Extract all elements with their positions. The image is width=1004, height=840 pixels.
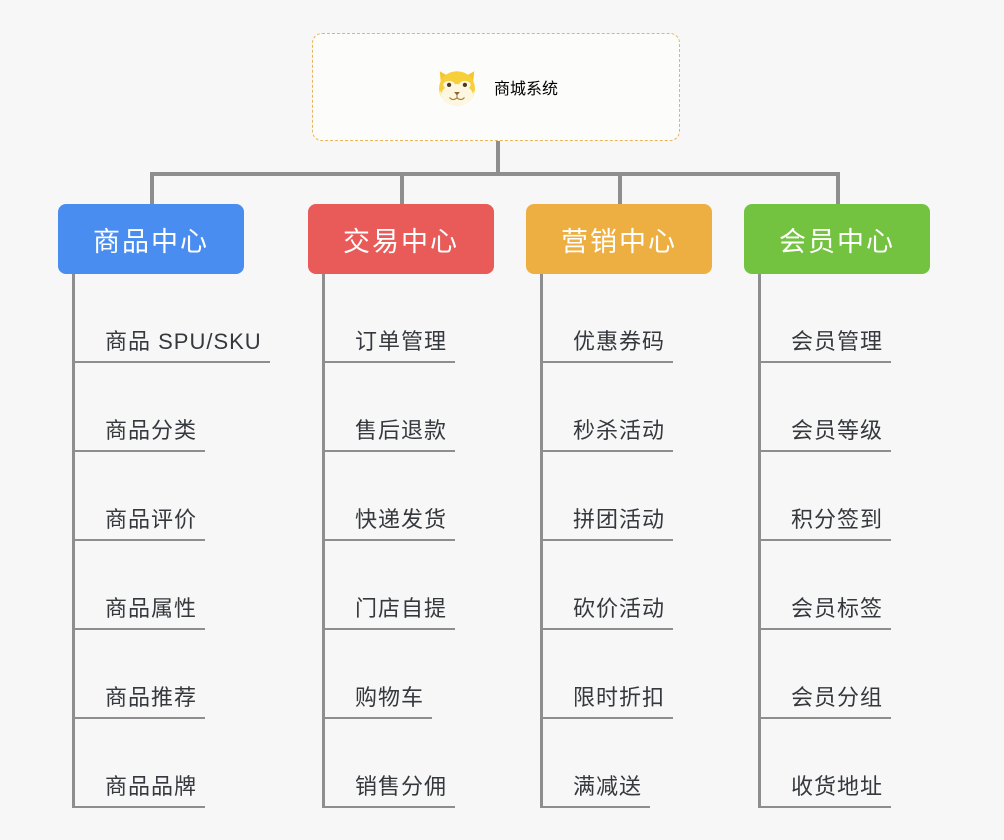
- leaf-list-4: 会员管理 会员等级 积分签到 会员标签 会员分组 收货地址: [758, 274, 930, 808]
- list-item[interactable]: 购物车: [325, 630, 494, 719]
- category-label: 交易中心: [343, 226, 459, 257]
- connector-drop-1: [150, 172, 154, 206]
- root-node[interactable]: 商城系统: [312, 33, 680, 141]
- category-column-4: 会员中心 会员管理 会员等级 积分签到 会员标签 会员分组 收货地址: [744, 204, 930, 808]
- list-item[interactable]: 会员管理: [761, 274, 930, 363]
- category-header-3[interactable]: 营销中心: [526, 204, 712, 274]
- leaf-list-2: 订单管理 售后退款 快递发货 门店自提 购物车 销售分佣: [322, 274, 494, 808]
- list-item[interactable]: 售后退款: [325, 363, 494, 452]
- list-item[interactable]: 秒杀活动: [543, 363, 712, 452]
- category-column-1: 商品中心 商品 SPU/SKU 商品分类 商品评价 商品属性 商品推荐 商品品牌: [58, 204, 270, 808]
- list-item[interactable]: 商品评价: [75, 452, 244, 541]
- connector-drop-2: [400, 172, 404, 206]
- connector-root-stem: [496, 141, 500, 174]
- shiba-dog-face-icon: [439, 71, 475, 106]
- connector-drop-3: [618, 172, 622, 206]
- list-item[interactable]: 商品分类: [75, 363, 244, 452]
- category-header-4[interactable]: 会员中心: [744, 204, 930, 274]
- category-header-1[interactable]: 商品中心: [58, 204, 244, 274]
- list-item[interactable]: 门店自提: [325, 541, 494, 630]
- list-item[interactable]: 拼团活动: [543, 452, 712, 541]
- list-item[interactable]: 快递发货: [325, 452, 494, 541]
- leaf-list-3: 优惠券码 秒杀活动 拼团活动 砍价活动 限时折扣 满减送: [540, 274, 712, 808]
- list-item[interactable]: 订单管理: [325, 274, 494, 363]
- category-column-2: 交易中心 订单管理 售后退款 快递发货 门店自提 购物车 销售分佣: [308, 204, 494, 808]
- list-item[interactable]: 会员分组: [761, 630, 930, 719]
- list-item[interactable]: 商品推荐: [75, 630, 244, 719]
- leaf-list-1: 商品 SPU/SKU 商品分类 商品评价 商品属性 商品推荐 商品品牌: [72, 274, 270, 808]
- category-label: 会员中心: [779, 226, 895, 257]
- list-item[interactable]: 会员等级: [761, 363, 930, 452]
- list-item[interactable]: 销售分佣: [325, 719, 494, 808]
- list-item[interactable]: 商品属性: [75, 541, 244, 630]
- category-label: 商品中心: [93, 226, 209, 257]
- list-item[interactable]: 积分签到: [761, 452, 930, 541]
- category-label: 营销中心: [561, 226, 677, 257]
- list-item[interactable]: 商品品牌: [75, 719, 244, 808]
- list-item[interactable]: 商品 SPU/SKU: [75, 274, 270, 363]
- root-title: 商城系统: [493, 81, 558, 98]
- list-item[interactable]: 限时折扣: [543, 630, 712, 719]
- list-item[interactable]: 砍价活动: [543, 541, 712, 630]
- category-column-3: 营销中心 优惠券码 秒杀活动 拼团活动 砍价活动 限时折扣 满减送: [526, 204, 712, 808]
- list-item[interactable]: 满减送: [543, 719, 712, 808]
- list-item[interactable]: 会员标签: [761, 541, 930, 630]
- category-header-2[interactable]: 交易中心: [308, 204, 494, 274]
- list-item[interactable]: 收货地址: [761, 719, 930, 808]
- list-item[interactable]: 优惠券码: [543, 274, 712, 363]
- connector-drop-4: [836, 172, 840, 206]
- connector-horizontal-bus: [150, 172, 840, 176]
